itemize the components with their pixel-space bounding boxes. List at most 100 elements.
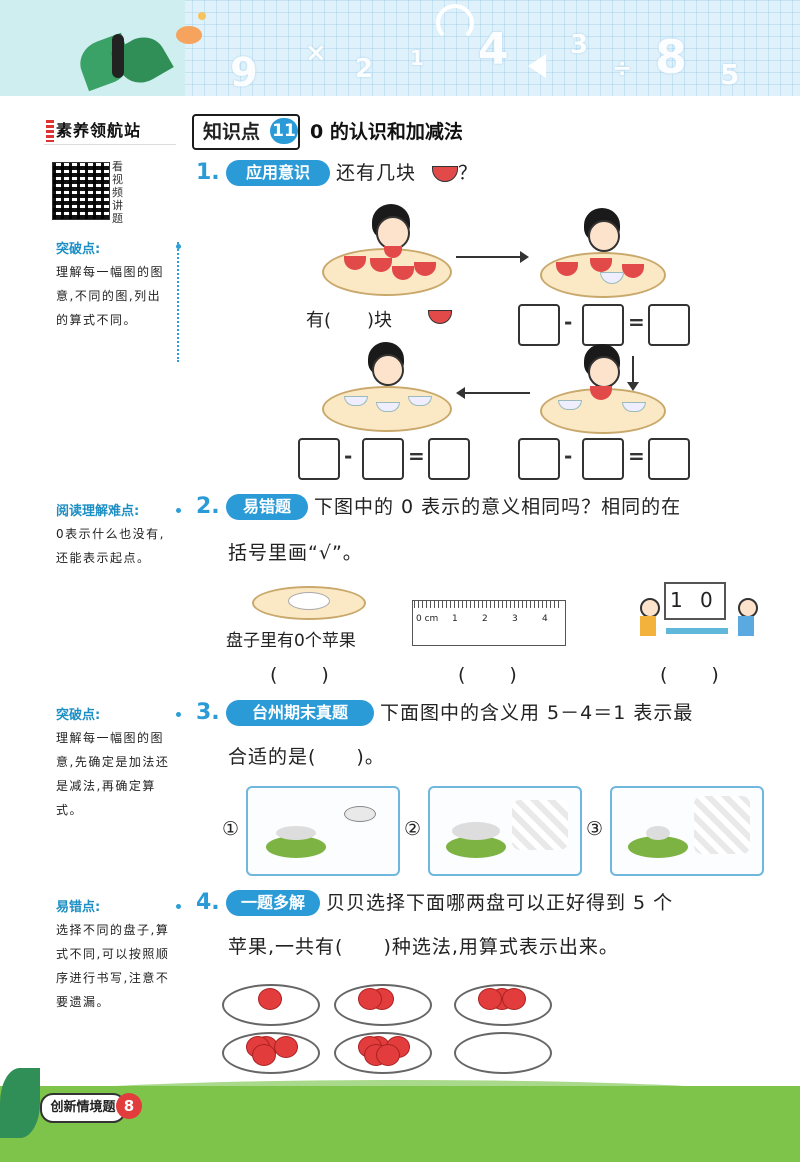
watermelon-icon [428, 310, 452, 324]
knowledge-point-label: 知识点 [203, 121, 261, 143]
watermelon-icon [384, 246, 402, 258]
butterfly-icon [176, 26, 202, 44]
option-label: ③ [586, 818, 605, 840]
header-digit: 1 [410, 46, 424, 70]
bird-in-nest-icon [646, 826, 670, 840]
answer-box[interactable] [648, 304, 690, 346]
arrow-head-icon [627, 382, 639, 391]
qr-code-label: 看视频讲题 [112, 160, 123, 225]
apple-plate[interactable] [454, 1032, 552, 1074]
ruler-ticks [414, 600, 562, 608]
ruler-label: 0 cm [416, 614, 439, 624]
watermelon-icon [556, 262, 578, 276]
answer-paren[interactable]: ( ) [270, 664, 331, 686]
ping-pong-table-icon [666, 628, 728, 634]
player-icon [738, 598, 758, 618]
answer-paren[interactable]: ( ) [458, 664, 519, 686]
page-number: 8 [116, 1093, 142, 1119]
watermelon-icon [622, 264, 644, 278]
answer-box[interactable] [582, 438, 624, 480]
answer-box[interactable] [362, 438, 404, 480]
question-number: 4. [196, 890, 220, 915]
scoreboard-icon [664, 582, 726, 620]
header-digit: 4 [478, 24, 509, 75]
apple-icon [258, 988, 282, 1010]
answer-box[interactable] [428, 438, 470, 480]
question-tag: 台州期末真题 [226, 700, 374, 726]
header-digit: 2 [355, 54, 374, 84]
plate-caption: 盘子里有0个苹果 [226, 631, 356, 651]
question-text: 还有几块 [336, 162, 417, 184]
girl-face-icon [588, 356, 620, 388]
header-digit: × [305, 38, 327, 68]
question-number: 2. [196, 494, 220, 519]
sidebar-note-heading: 阅读理解难点: [56, 504, 140, 519]
plate-center-icon [288, 592, 330, 610]
watermelon-icon [344, 256, 366, 270]
answer-box[interactable] [298, 438, 340, 480]
header-digit: ÷ [612, 54, 633, 82]
flying-birds-icon [694, 796, 750, 854]
apple-icon [274, 1036, 298, 1058]
ruler-label: 1 [452, 614, 458, 624]
sidebar-note-heading: 突破点: [56, 708, 101, 723]
ruler-label: 4 [542, 614, 548, 624]
watermelon-icon [392, 266, 414, 280]
player-shirt-icon [640, 616, 656, 636]
answer-box[interactable] [518, 438, 560, 480]
sidebar-note-text: 0表示什么也没有,还能表示起点。 [56, 527, 165, 565]
arrow-head-icon [456, 387, 465, 399]
ruler-label: 2 [482, 614, 488, 624]
minus-sign: - [564, 310, 573, 334]
question-text: 下面图中的含义用 5－4＝1 表示最 [380, 702, 694, 724]
sidebar-note-text: 理解每一幅图的图意,不同的图,列出的算式不同。 [56, 265, 165, 327]
circle-deco-icon [436, 4, 474, 42]
answer-box[interactable] [582, 304, 624, 346]
question-tag: 易错题 [226, 494, 308, 520]
question-number: 1. [196, 160, 220, 185]
footer-label: 创新情境题 [40, 1093, 126, 1123]
sidebar-note-text: 理解每一幅图的图意,先确定是加法还是减法,再确定算式。 [56, 731, 170, 817]
option-label: ② [404, 818, 423, 840]
watermelon-icon [432, 166, 458, 182]
plant-stem-icon [112, 34, 124, 78]
answer-box[interactable] [648, 438, 690, 480]
option-panel[interactable] [246, 786, 400, 876]
question-tag: 一题多解 [226, 890, 320, 916]
watermelon-icon [590, 258, 612, 272]
nest-icon [266, 836, 326, 858]
score-digit: 1 [670, 588, 683, 612]
flying-bird-icon [344, 806, 376, 822]
qr-code-icon[interactable] [52, 162, 110, 220]
girl-face-icon [376, 216, 410, 250]
sidebar-note-text: 选择不同的盘子,算式不同,可以按照顺序进行书写,注意不要遗漏。 [56, 923, 170, 1009]
header-digit: 8 [655, 30, 688, 84]
header-digit: 5 [720, 58, 740, 91]
dot-icon [176, 508, 181, 513]
player-shirt-icon [738, 616, 754, 636]
equals-sign: = [628, 444, 645, 468]
dot-icon [176, 904, 181, 909]
answer-box[interactable] [518, 304, 560, 346]
equals-sign: = [628, 310, 645, 334]
question-number: 3. [196, 700, 220, 725]
girl-face-icon [588, 220, 620, 252]
score-digit: 0 [700, 588, 713, 612]
question-text: 贝贝选择下面哪两盘可以正好得到 5 个 [326, 892, 674, 914]
nest-icon [446, 836, 506, 858]
watermelon-icon [590, 386, 612, 400]
triangle-deco-icon [528, 54, 546, 78]
divider [44, 144, 176, 145]
flower-icon [198, 12, 206, 20]
minus-sign: - [564, 444, 573, 468]
knowledge-point-number: 11 [270, 118, 298, 144]
answer-paren[interactable]: ( ) [660, 664, 721, 686]
player-icon [640, 598, 660, 618]
apple-icon [502, 988, 526, 1010]
equals-sign: = [408, 444, 425, 468]
header-digit: 9 [230, 50, 258, 96]
apple-icon [376, 1044, 400, 1066]
apple-icon [252, 1044, 276, 1066]
leaf-icon [0, 1068, 40, 1138]
question-tag: 应用意识 [226, 160, 330, 186]
